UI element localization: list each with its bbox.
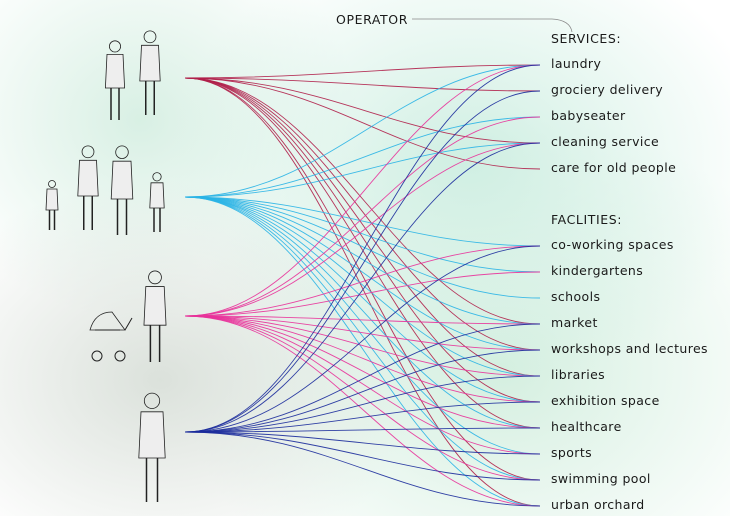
service-label: grociery delivery bbox=[551, 82, 663, 97]
link-parent bbox=[184, 271, 541, 317]
facility-label: exhibition space bbox=[551, 393, 660, 408]
link-elderly bbox=[184, 77, 541, 377]
operator-connector bbox=[412, 18, 573, 33]
link-family bbox=[184, 196, 541, 429]
link-parent bbox=[184, 315, 541, 351]
link-family bbox=[184, 196, 541, 299]
link-family bbox=[184, 116, 541, 198]
link-professional bbox=[184, 142, 541, 433]
link-family bbox=[184, 142, 541, 198]
facility-label: libraries bbox=[551, 367, 606, 382]
link-family bbox=[184, 64, 541, 198]
facility-label: healthcare bbox=[551, 419, 622, 434]
service-label: care for old people bbox=[551, 160, 677, 175]
elderly-couple-icon bbox=[139, 30, 161, 115]
link-parent bbox=[184, 116, 541, 317]
link-family bbox=[184, 196, 541, 377]
link-professional bbox=[184, 90, 541, 433]
operator-label: OPERATOR bbox=[336, 12, 408, 27]
services-heading: SERVICES: bbox=[551, 31, 622, 46]
facility-label: co-working spaces bbox=[551, 237, 674, 252]
family-icon bbox=[149, 172, 165, 232]
parent-with-stroller-icon bbox=[143, 270, 167, 362]
link-family bbox=[184, 196, 541, 325]
facility-label: sports bbox=[551, 445, 593, 460]
link-parent bbox=[184, 315, 541, 429]
link-family bbox=[184, 196, 541, 273]
stroller-icon bbox=[89, 311, 133, 362]
link-elderly bbox=[184, 77, 541, 481]
link-parent bbox=[184, 315, 541, 403]
link-elderly bbox=[184, 77, 541, 507]
link-professional bbox=[184, 349, 541, 433]
link-family bbox=[184, 196, 541, 455]
link-parent bbox=[184, 315, 541, 325]
link-family bbox=[184, 196, 541, 507]
link-professional bbox=[184, 431, 541, 455]
link-professional bbox=[184, 375, 541, 433]
link-elderly bbox=[184, 77, 541, 92]
family-icon bbox=[77, 145, 99, 230]
link-elderly bbox=[184, 77, 541, 429]
link-elderly bbox=[184, 77, 541, 351]
service-label: cleaning service bbox=[551, 134, 660, 149]
link-family bbox=[184, 196, 541, 351]
link-parent bbox=[184, 315, 541, 377]
facility-label: swimming pool bbox=[551, 471, 651, 486]
facilities-heading: FACLITIES: bbox=[551, 212, 623, 227]
link-elderly bbox=[184, 77, 541, 325]
link-elderly bbox=[184, 77, 541, 170]
link-professional bbox=[184, 64, 541, 433]
link-parent bbox=[184, 245, 541, 317]
man-in-suit-icon bbox=[138, 392, 166, 502]
link-family bbox=[184, 196, 541, 247]
family-icon bbox=[45, 180, 59, 230]
link-elderly bbox=[184, 77, 541, 403]
facility-label: urban orchard bbox=[551, 497, 645, 512]
link-elderly bbox=[184, 77, 541, 144]
service-label: babyseater bbox=[551, 108, 626, 123]
link-parent bbox=[184, 315, 541, 507]
link-parent bbox=[184, 315, 541, 481]
link-professional bbox=[184, 427, 541, 433]
facility-label: market bbox=[551, 315, 598, 330]
link-professional bbox=[184, 323, 541, 433]
elderly-couple-icon bbox=[104, 40, 126, 120]
link-professional bbox=[184, 431, 541, 481]
link-parent bbox=[184, 315, 541, 455]
link-professional bbox=[184, 401, 541, 433]
facility-label: schools bbox=[551, 289, 601, 304]
facility-label: workshops and lectures bbox=[551, 341, 708, 356]
link-professional bbox=[184, 431, 541, 507]
link-family bbox=[184, 196, 541, 403]
link-parent bbox=[184, 64, 541, 317]
service-label: laundry bbox=[551, 56, 602, 71]
facility-label: kindergartens bbox=[551, 263, 644, 278]
family-icon bbox=[110, 145, 134, 235]
link-elderly bbox=[184, 64, 541, 79]
link-family bbox=[184, 196, 541, 481]
link-professional bbox=[184, 245, 541, 433]
link-parent bbox=[184, 142, 541, 317]
